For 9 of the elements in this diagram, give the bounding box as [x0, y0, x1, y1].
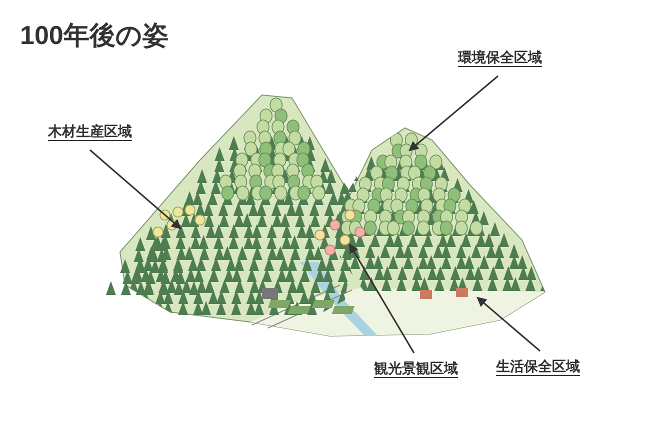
zone-label: 環境保全区域 — [458, 48, 542, 66]
title: 100年後の姿 — [20, 22, 168, 48]
leader-arrow — [476, 296, 541, 352]
leader-arrow — [89, 149, 182, 230]
leader-arrow — [348, 243, 415, 354]
zone-label: 観光景観区域 — [374, 358, 458, 378]
zone-label: 木材生産区域 — [48, 122, 132, 140]
leader-arrow — [408, 75, 499, 152]
zone-label: 生活保全区域 — [496, 356, 580, 376]
